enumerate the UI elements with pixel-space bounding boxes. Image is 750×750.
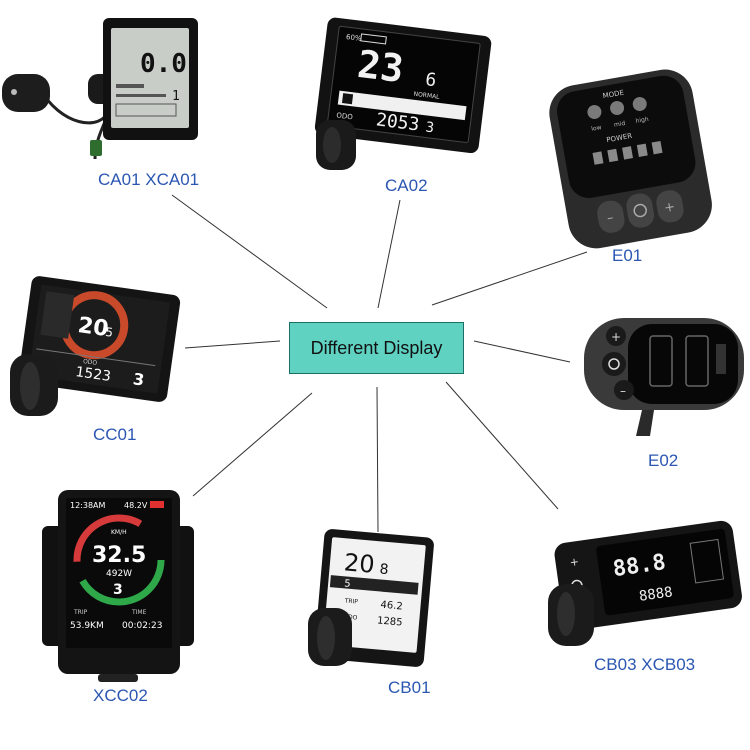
connector-ca02 bbox=[377, 199, 401, 309]
xcc02-trip: 53.9KM bbox=[70, 621, 104, 631]
e01-mode-title: MODE bbox=[602, 89, 624, 101]
center-node: Different Display bbox=[289, 322, 464, 374]
xcc02-ride-time: 00:02:23 bbox=[122, 621, 162, 631]
connector-e01 bbox=[431, 251, 588, 306]
label-cc01: CC01 bbox=[93, 425, 137, 444]
ca02-speed: 23 bbox=[355, 42, 406, 91]
cc01-speed: 20 bbox=[76, 313, 110, 342]
svg-text:+: + bbox=[569, 555, 580, 569]
connector-cb03 bbox=[445, 381, 559, 510]
e01-mode-low: low bbox=[591, 124, 602, 133]
cb01-trip-label: TRIP bbox=[343, 597, 358, 605]
cc01-level: 3 bbox=[132, 369, 146, 389]
xcc02-speed: 32.5 bbox=[92, 543, 146, 568]
device-ca01: 0.0 1 bbox=[0, 14, 210, 164]
svg-text:–: – bbox=[606, 210, 615, 226]
e01-mode-mid: mid bbox=[613, 120, 626, 129]
connector-e02 bbox=[473, 340, 571, 363]
label-e02: E02 bbox=[648, 451, 679, 470]
xcc02-clock: 12:38AM bbox=[70, 501, 106, 510]
label-e01: E01 bbox=[612, 246, 643, 265]
cb01-odo: 1285 bbox=[377, 615, 403, 628]
device-cc01: 20 5 ODO 1523 3 bbox=[6, 276, 186, 432]
cc01-odo-label: ODO bbox=[83, 358, 98, 367]
svg-text:+: + bbox=[663, 200, 676, 217]
ca02-odo-decimal: 3 bbox=[425, 119, 435, 136]
label-ca01: CA01 XCA01 bbox=[98, 170, 200, 189]
ca02-mode: NORMAL bbox=[413, 91, 440, 101]
device-xcc02: 12:38AM 48.2V KM/H 32.5 492W 3 TRIP TIME… bbox=[40, 490, 200, 685]
svg-text:–: – bbox=[620, 384, 626, 398]
xcc02-time-label: TIME bbox=[131, 609, 147, 616]
device-e02: + – bbox=[578, 314, 748, 444]
ca01-speed: 0.0 bbox=[140, 49, 187, 79]
cb03-odo: 8888 bbox=[638, 584, 674, 605]
xcc02-unit: KM/H bbox=[111, 529, 127, 536]
cb01-speed-decimal: 8 bbox=[379, 561, 389, 578]
connector-cc01 bbox=[184, 340, 281, 349]
xcc02-watt: 492W bbox=[106, 569, 132, 579]
svg-text:1: 1 bbox=[172, 89, 180, 104]
ca02-odo: 2053 bbox=[375, 109, 421, 135]
connector-ca01 bbox=[171, 194, 328, 309]
e01-mode-high: high bbox=[635, 116, 649, 125]
device-cb03: + – 88.8 8888 bbox=[544, 514, 744, 654]
device-e01: MODE low mid high POWER – + bbox=[548, 68, 718, 249]
cb01-trip: 46.2 bbox=[380, 600, 403, 613]
label-xcc02: XCC02 bbox=[93, 686, 148, 705]
xcc02-level: 3 bbox=[113, 582, 123, 598]
cb01-speed: 20 bbox=[343, 548, 376, 579]
ca02-battery: 60% bbox=[346, 33, 363, 43]
label-cb03: CB03 XCB03 bbox=[594, 655, 696, 674]
cb01-pas: 5 bbox=[344, 578, 351, 590]
svg-text:+: + bbox=[611, 330, 621, 344]
device-ca02: 60% 23 6 NORMAL ODO 2053 3 bbox=[310, 17, 492, 180]
ca02-odo-label: ODO bbox=[336, 111, 354, 121]
cc01-odo: 1523 bbox=[74, 364, 112, 385]
xcc02-trip-label: TRIP bbox=[73, 609, 88, 616]
xcc02-voltage: 48.2V bbox=[124, 501, 148, 510]
connector-xcc02 bbox=[192, 392, 313, 497]
cc01-speed-decimal: 5 bbox=[104, 325, 114, 340]
label-ca02: CA02 bbox=[385, 176, 428, 195]
connector-cb01 bbox=[376, 386, 379, 533]
ca02-speed-decimal: 6 bbox=[424, 69, 437, 91]
label-cb01: CB01 bbox=[388, 678, 431, 697]
device-cb01: 20 8 5 TRIP 46.2 ODO 1285 bbox=[306, 528, 446, 678]
